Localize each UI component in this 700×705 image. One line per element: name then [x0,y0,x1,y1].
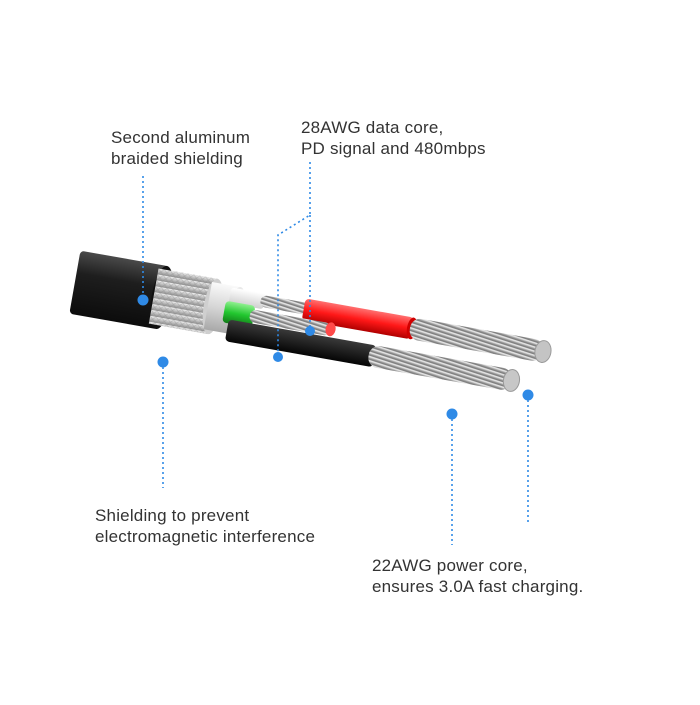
wire-bundle [222,287,552,392]
label-data-core-line2: PD signal and 480mbps [301,139,486,158]
red-power-wire [302,299,552,363]
pointer-data-core [277,162,311,354]
label-emi-shielding: Shielding to prevent electromagnetic int… [95,505,315,547]
label-power-core: 22AWG power core, ensures 3.0A fast char… [372,555,583,597]
dot-power-core-a [446,408,458,420]
label-second-shielding: Second aluminum braided shielding [111,127,250,169]
label-second-shielding-line1: Second aluminum [111,128,251,147]
label-second-shielding-line2: braided shielding [111,149,243,168]
pointer-lines [142,162,529,545]
dot-second-shielding [137,294,149,306]
dot-emi-shielding [157,356,169,368]
label-power-core-line2: ensures 3.0A fast charging. [372,577,584,596]
label-power-core-line1: 22AWG power core, [372,556,528,575]
label-emi-shielding-line1: Shielding to prevent [95,506,250,525]
dot-power-core-b [522,389,534,401]
label-data-core: 28AWG data core, PD signal and 480mbps [301,117,486,159]
black-power-wire [225,320,521,392]
dot-data-core-a [273,352,283,362]
dot-data-core-b [305,326,315,336]
label-emi-shielding-line2: electromagnetic interference [95,527,316,546]
pointer-dots [137,294,534,420]
label-data-core-line1: 28AWG data core, [301,118,444,137]
